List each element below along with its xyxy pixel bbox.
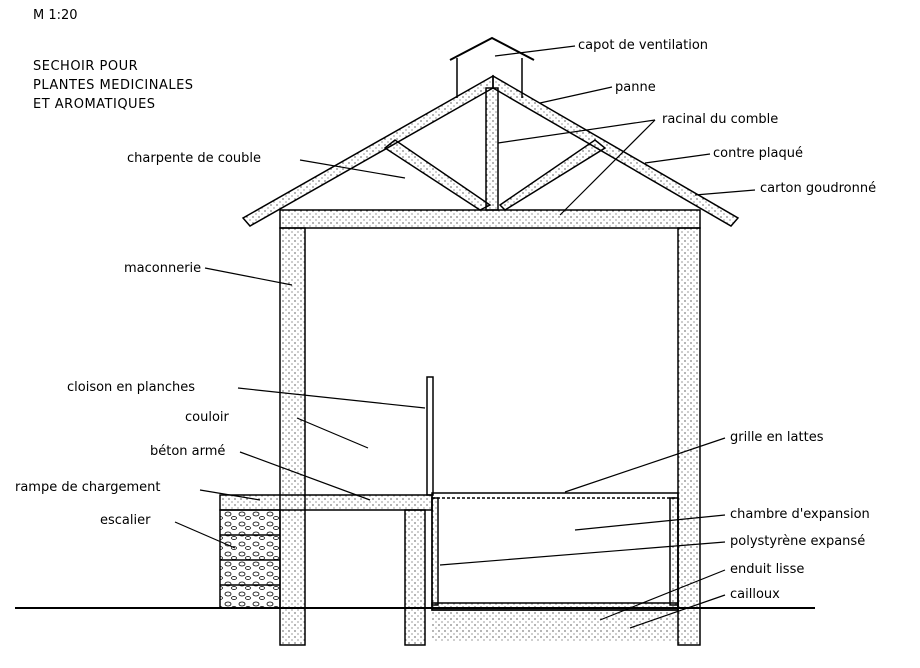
strut-left — [383, 139, 492, 211]
king-post — [485, 87, 499, 211]
title-line-2: PLANTES MEDICINALES — [33, 78, 194, 93]
label-enduit: enduit lisse — [730, 562, 805, 577]
label-capot: capot de ventilation — [578, 38, 709, 53]
label-panne: panne — [615, 80, 656, 95]
scale-label: M 1:20 — [33, 8, 78, 23]
label-maconnerie: maconnerie — [124, 261, 202, 276]
label-polystyrene: polystyrène expansé — [730, 534, 866, 549]
title-line-3: ET AROMATIQUES — [33, 97, 156, 112]
label-cailloux: cailloux — [730, 587, 780, 602]
drawing-title: SECHOIR POUR PLANTES MEDICINALES ET AROM… — [33, 57, 194, 114]
tie-beam — [279, 209, 701, 229]
label-grille: grille en lattes — [730, 430, 824, 445]
roof-left — [241, 74, 494, 227]
stairs — [219, 509, 281, 609]
label-contre-plaque: contre plaqué — [713, 146, 803, 161]
polystyrene — [431, 497, 439, 606]
pillar — [404, 509, 426, 646]
partition — [426, 376, 434, 496]
title-line-1: SECHOIR POUR — [33, 59, 139, 74]
roof-right — [492, 74, 740, 227]
label-rampe: rampe de chargement — [15, 480, 161, 495]
concrete-slab — [219, 494, 433, 511]
label-escalier: escalier — [100, 513, 151, 528]
gravel — [432, 612, 678, 642]
label-couloir: couloir — [185, 410, 229, 425]
right-wall — [677, 227, 701, 646]
label-carton: carton goudronné — [760, 181, 877, 196]
expansion-chamber — [431, 492, 679, 611]
label-cloison: cloison en planches — [67, 380, 196, 395]
strut-right — [498, 139, 607, 211]
vent-cap — [449, 36, 535, 61]
label-charpente: charpente de couble — [127, 151, 261, 166]
label-chambre: chambre d'expansion — [730, 507, 870, 522]
label-racinal: racinal du comble — [662, 112, 779, 127]
label-beton: béton armé — [150, 444, 226, 459]
left-wall — [279, 227, 306, 646]
